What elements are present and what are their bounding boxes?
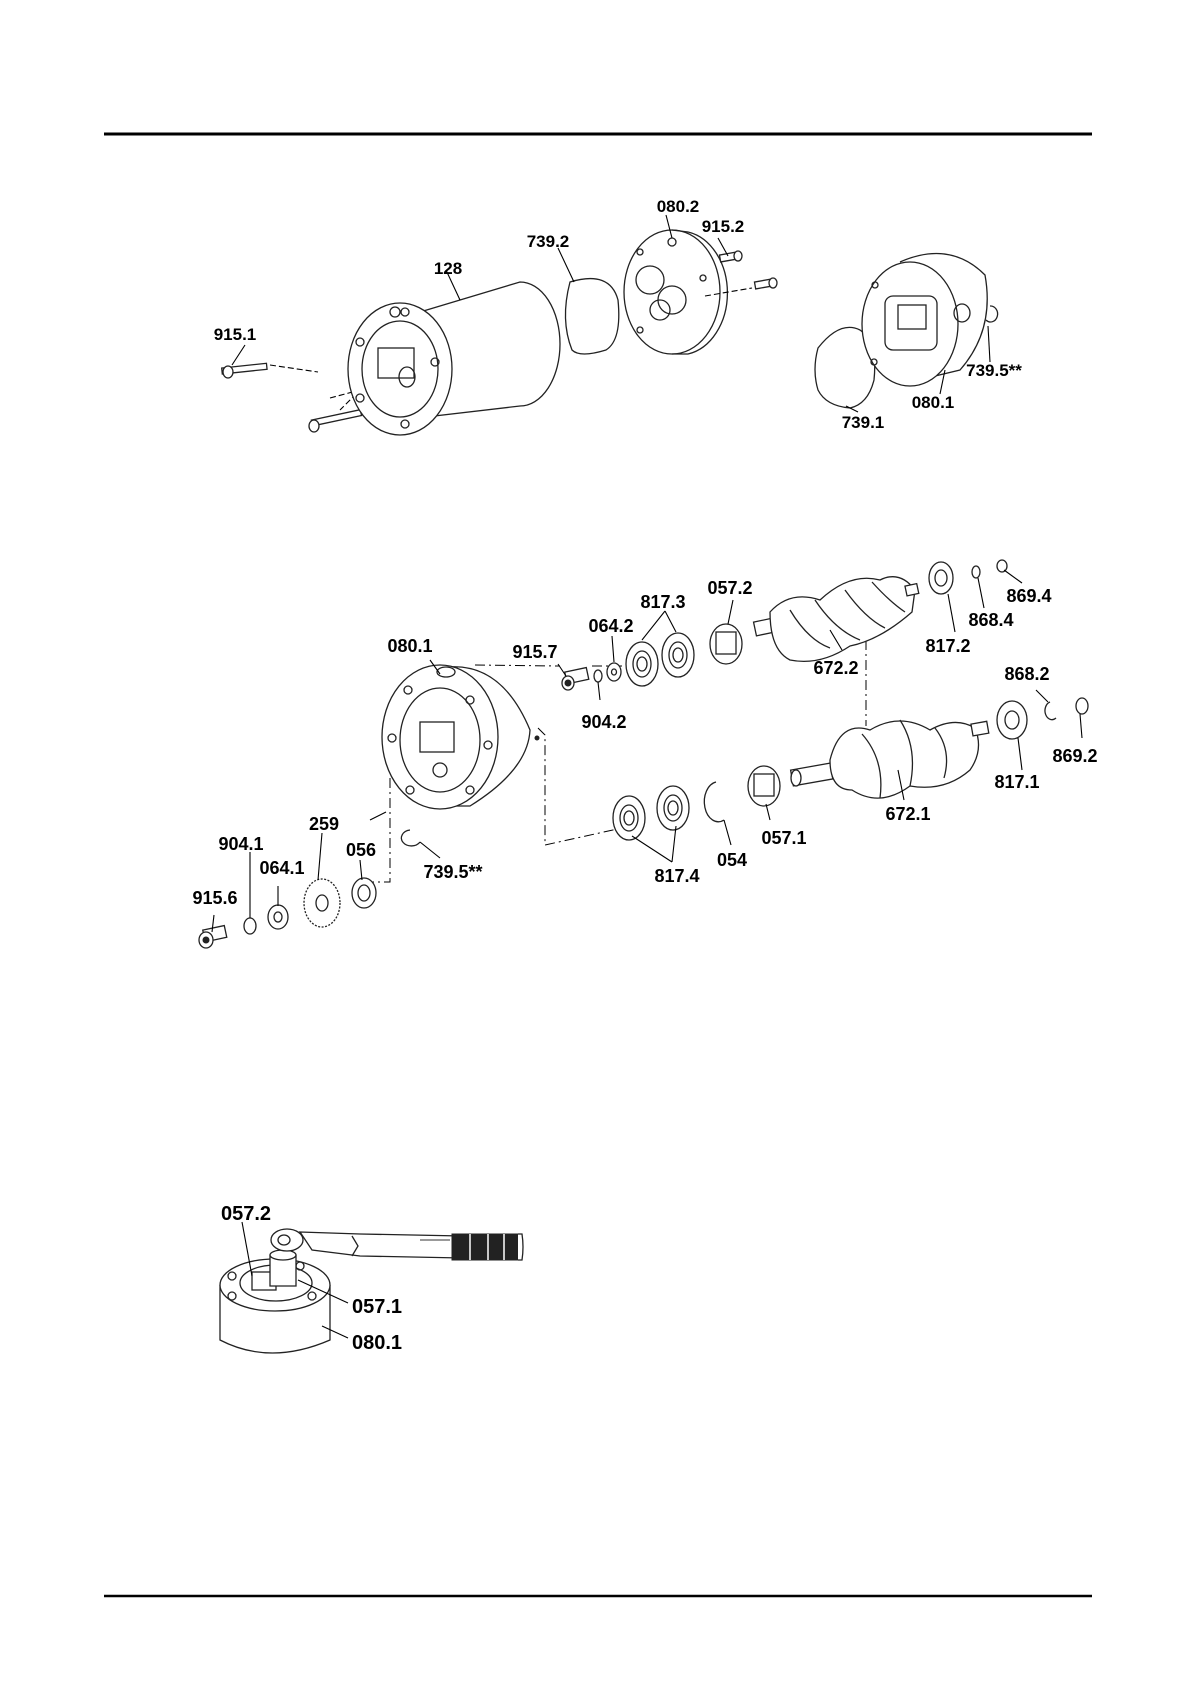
label-259: 259 (309, 814, 339, 834)
circlip-869-4 (997, 560, 1007, 572)
label-672-2: 672.2 (813, 658, 858, 678)
label-080-1-mid: 080.1 (387, 636, 432, 656)
label-064-1: 064.1 (259, 858, 304, 878)
figure-rotor-exploded-view (199, 560, 1088, 948)
label-868-2: 868.2 (1004, 664, 1049, 684)
label-817-1: 817.1 (994, 772, 1039, 792)
nut-057-2 (710, 624, 742, 664)
bearing-817-4 (613, 786, 689, 840)
ring-739-5-mid (401, 830, 420, 846)
label-739-2: 739.2 (527, 232, 570, 251)
circlip-869-2 (1076, 698, 1088, 714)
ring-054 (704, 782, 724, 822)
end-plate-080-2 (624, 230, 727, 354)
label-054: 054 (717, 850, 747, 870)
label-915-7: 915.7 (512, 642, 557, 662)
label-904-2: 904.2 (581, 712, 626, 732)
gear-259 (304, 879, 340, 927)
washer-868-4 (972, 566, 980, 578)
label-739-5-top: 739.5** (966, 361, 1022, 380)
washer-904-1 (244, 918, 256, 934)
axis-line (475, 665, 560, 666)
label-915-6: 915.6 (192, 888, 237, 908)
label-869-2: 869.2 (1052, 746, 1097, 766)
washer-064-2 (607, 663, 621, 681)
label-868-4: 868.4 (968, 610, 1013, 630)
label-064-2: 064.2 (588, 616, 633, 636)
sleeve-056 (352, 878, 376, 908)
label-817-2: 817.2 (925, 636, 970, 656)
label-869-4: 869.4 (1006, 586, 1051, 606)
rotor-672-1 (791, 720, 989, 798)
label-080-1-bottom: 080.1 (352, 1332, 402, 1354)
label-056: 056 (346, 840, 376, 860)
label-672-1: 672.1 (885, 804, 930, 824)
label-057-2: 057.2 (707, 578, 752, 598)
label-915-1: 915.1 (214, 325, 257, 344)
label-817-3: 817.3 (640, 592, 685, 612)
bearing-817-1 (997, 701, 1027, 739)
circlip-868-2 (1045, 702, 1056, 720)
label-817-4: 817.4 (654, 866, 699, 886)
label-739-5-mid: 739.5** (423, 862, 482, 882)
label-080-2: 080.2 (657, 197, 700, 216)
axis-line (538, 728, 622, 845)
figure-housing-exploded-view (222, 215, 998, 435)
label-057-1-mid: 057.1 (761, 828, 806, 848)
label-904-1: 904.1 (218, 834, 263, 854)
bearing-817-3 (626, 633, 694, 686)
label-080-1-top: 080.1 (912, 393, 955, 412)
washer-904-2 (594, 670, 602, 682)
housing-080-1-mid (370, 665, 539, 820)
cylinder-housing-128 (348, 282, 560, 435)
label-057-1-bottom: 057.1 (352, 1296, 402, 1318)
label-915-2: 915.2 (702, 217, 745, 236)
bearing-817-2 (929, 562, 953, 594)
ring-739-5-top (986, 306, 998, 322)
washer-064-1 (268, 905, 288, 929)
bolt-915-7 (562, 668, 589, 690)
nut-057-1 (748, 766, 780, 806)
label-128: 128 (434, 259, 462, 278)
screw-915-1-upper (222, 363, 318, 378)
rotor-672-2 (754, 577, 919, 662)
label-739-1: 739.1 (842, 413, 885, 432)
label-057-2-bottom: 057.2 (221, 1203, 271, 1225)
gasket-739-2 (565, 279, 618, 354)
axis-line (368, 778, 390, 882)
